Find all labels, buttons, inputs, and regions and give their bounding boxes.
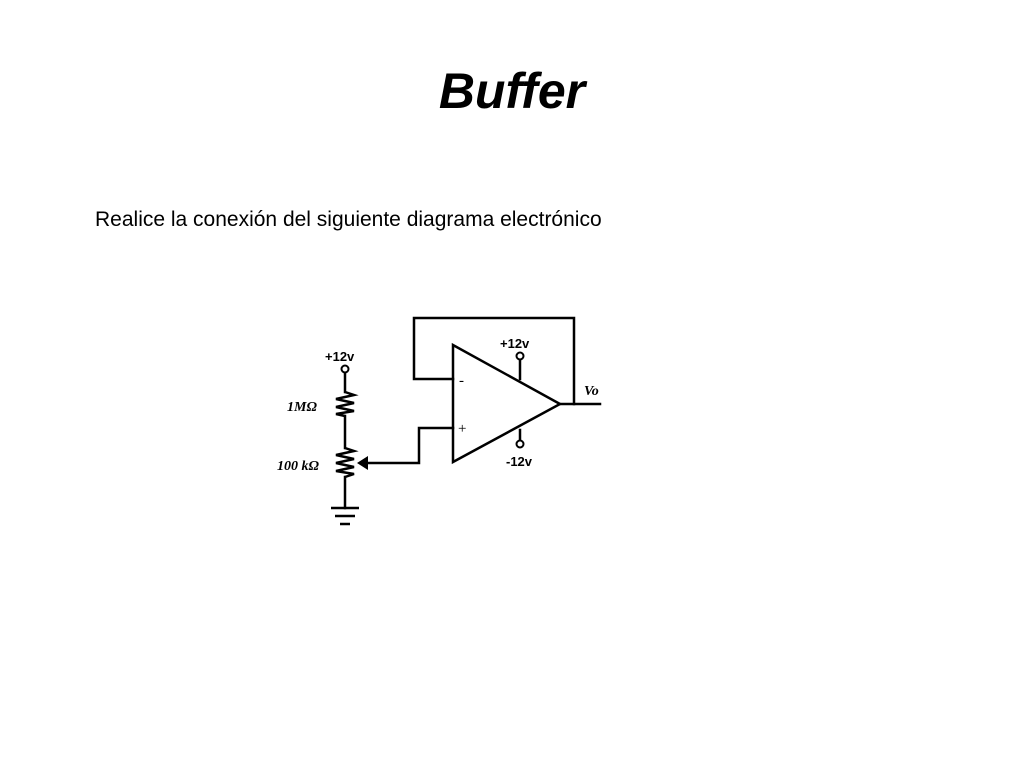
potentiometer-symbol <box>335 446 359 479</box>
divider-supply-label: +12v <box>325 349 355 364</box>
noninverting-input-wire <box>366 426 455 465</box>
noninverting-input-sign: + <box>458 421 466 437</box>
opamp-negative-supply-label: -12v <box>506 454 533 469</box>
opamp-triangle <box>451 342 563 465</box>
output-label: Vo <box>584 384 599 399</box>
resistor-1m-symbol <box>335 390 359 418</box>
opamp-negative-supply-terminal <box>515 439 525 449</box>
divider-supply-terminal <box>340 364 350 374</box>
potentiometer-wiper-arrow <box>357 456 368 470</box>
opamp-positive-supply-terminal <box>515 351 525 361</box>
feedback-wire <box>412 316 576 406</box>
resistor-1m-label: 1MΩ <box>287 400 317 415</box>
ground-symbol <box>331 506 359 526</box>
slide-title: Buffer <box>438 63 586 119</box>
potentiometer-label: 100 kΩ <box>277 459 320 474</box>
inverting-input-sign: - <box>459 373 464 389</box>
opamp-positive-supply-label: +12v <box>500 336 530 351</box>
slide-instruction: Realice la conexión del siguiente diagra… <box>95 208 602 231</box>
